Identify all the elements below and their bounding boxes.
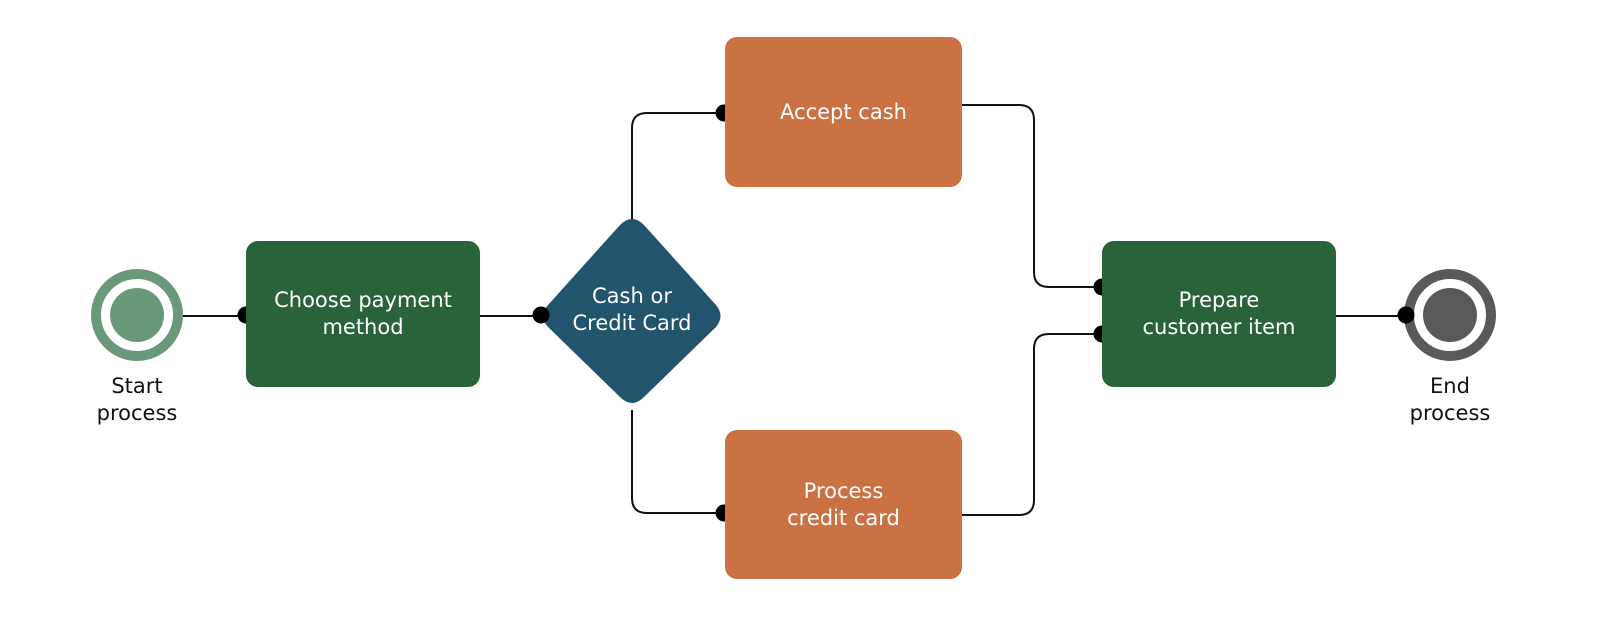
node-prepare-customer-item[interactable]: Prepare customer item <box>1102 241 1336 387</box>
start-event-core <box>110 288 164 342</box>
start-event-label: Start process <box>96 374 178 425</box>
edge-decision-to-cash <box>631 112 724 222</box>
node-accept-cash[interactable]: Accept cash <box>725 37 962 187</box>
edge-decision-to-credit <box>631 410 724 514</box>
end-event-core <box>1423 288 1477 342</box>
edge-cash-to-prepare <box>962 104 1101 288</box>
node-process-credit-card[interactable]: Process credit card <box>725 430 962 579</box>
edge-credit-to-prepare <box>962 333 1101 516</box>
port-decision-in <box>532 306 550 324</box>
node-choose-payment[interactable]: Choose payment method <box>246 241 480 387</box>
end-event[interactable] <box>1404 269 1496 361</box>
decision-label: Cash or Credit Card <box>572 284 692 335</box>
decision-gateway[interactable] <box>543 219 721 403</box>
start-event-ring <box>91 269 183 361</box>
start-event[interactable] <box>91 269 183 361</box>
end-event-label: End process <box>1409 374 1491 425</box>
port-end-in <box>1397 306 1415 324</box>
